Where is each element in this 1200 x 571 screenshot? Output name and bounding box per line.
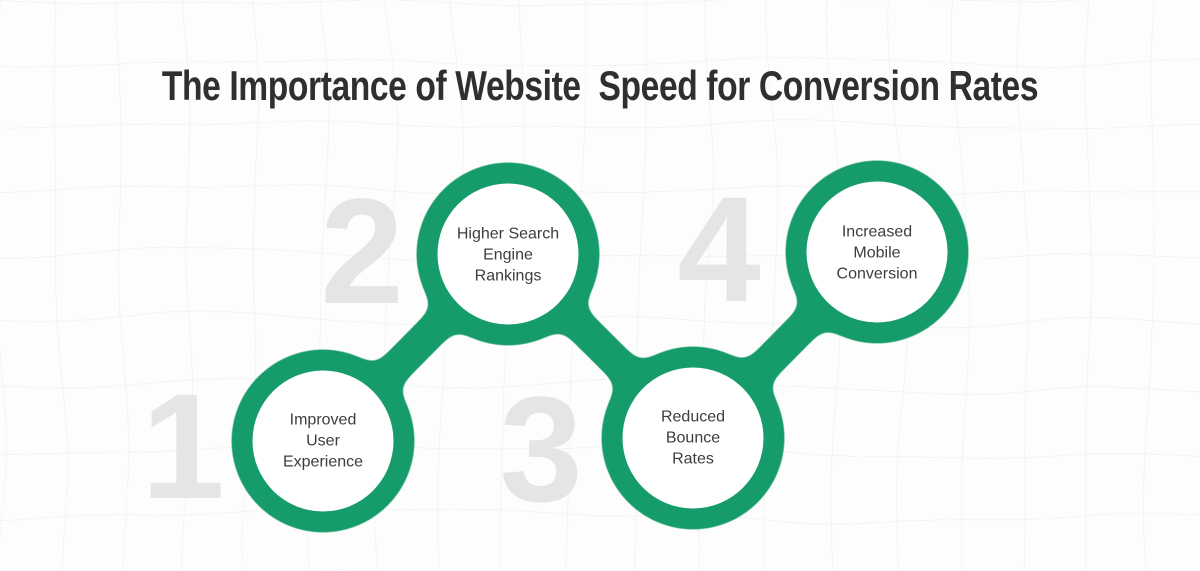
step-label-reduced-bounce-rates: Reduced Bounce Rates [660,408,726,468]
step-ring-4 [787,162,967,342]
step-circle-4 [806,181,948,323]
step-number-2: 2 [320,167,404,335]
page-title: The Importance of Website Speed for Conv… [161,62,1039,109]
step-number-4: 4 [677,165,761,333]
step-number-1: 1 [141,362,225,530]
step-label-higher-search-engine-rankings: Higher Search Engine Rankings [456,225,560,285]
step-label-improved-user-experience: Improved User Experience [282,411,364,471]
step-number-3: 3 [499,365,583,533]
step-ring-2 [418,164,598,344]
step-circle-3 [622,367,764,509]
step-circle-2 [437,183,579,325]
step-label-increased-mobile-conversion: Increased Mobile Conversion [836,223,918,283]
step-circle-1 [252,370,394,512]
step-ring-1 [233,351,413,531]
step-ring-3 [603,348,783,528]
